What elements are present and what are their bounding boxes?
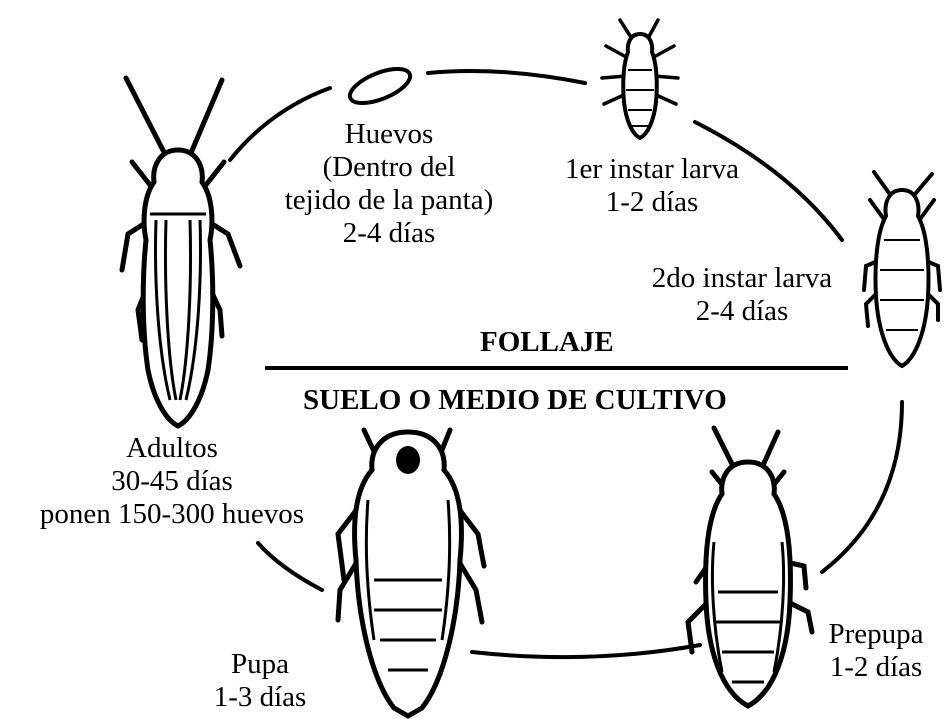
adult-thrips-icon — [122, 78, 240, 426]
prepupa-icon — [688, 428, 812, 706]
label-eggs: Huevos (Dentro del tejido de la panta) 2… — [250, 118, 528, 250]
label-larva2: 2do instar larva 2-4 días — [624, 262, 860, 328]
label-adults-line-2: 30-45 días — [2, 465, 342, 498]
label-pupa-line-2: 1-3 días — [190, 681, 330, 714]
label-larva1-line-1: 1er instar larva — [536, 153, 768, 186]
label-larva2-line-1: 2do instar larva — [624, 262, 860, 295]
label-pupa-line-1: Pupa — [190, 648, 330, 681]
label-prepupa-line-1: Prepupa — [812, 618, 940, 651]
label-prepupa: Prepupa 1-2 días — [812, 618, 940, 684]
zone-label-soil: SUELO O MEDIO DE CULTIVO — [303, 384, 727, 417]
cycle-arc-prepupa-to-pupa — [472, 645, 700, 657]
first-instar-larva-icon — [602, 20, 678, 138]
label-adults-line-3: ponen 150-300 huevos — [2, 498, 342, 531]
cycle-arc-egg-to-larva1 — [428, 71, 585, 83]
label-eggs-line-1: Huevos — [250, 118, 528, 151]
pupa-icon — [338, 430, 484, 716]
cycle-arc-pupa-to-adult — [258, 543, 322, 590]
label-adults: Adultos 30-45 días ponen 150-300 huevos — [2, 432, 342, 531]
label-larva2-line-2: 2-4 días — [624, 295, 860, 328]
egg-icon — [345, 62, 414, 110]
zone-label-foliage: FOLLAJE — [480, 326, 614, 359]
second-instar-larva-icon — [864, 172, 940, 366]
label-eggs-line-3: tejido de la panta) — [250, 184, 528, 217]
label-adults-line-1: Adultos — [2, 432, 342, 465]
label-eggs-line-4: 2-4 días — [250, 217, 528, 250]
label-pupa: Pupa 1-3 días — [190, 648, 330, 714]
label-eggs-line-2: (Dentro del — [250, 151, 528, 184]
label-larva1: 1er instar larva 1-2 días — [536, 153, 768, 219]
label-prepupa-line-2: 1-2 días — [812, 651, 940, 684]
cycle-arc-larva2-to-prepupa — [822, 402, 902, 572]
label-larva1-line-2: 1-2 días — [536, 186, 768, 219]
